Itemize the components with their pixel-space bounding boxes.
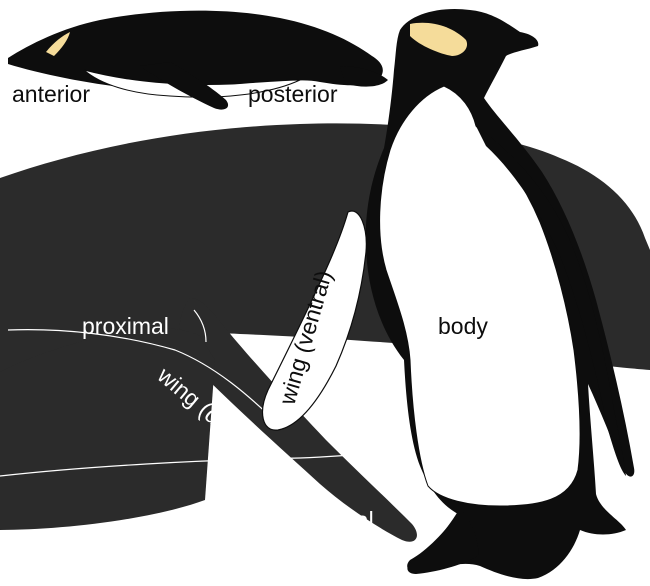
- standing-foot-left: [407, 508, 479, 574]
- swimming-penguin: [8, 10, 388, 110]
- swimming-body: [8, 10, 383, 94]
- label-posterior: posterior: [248, 81, 338, 107]
- standing-penguin: [261, 8, 635, 580]
- swimming-flipper: [140, 62, 229, 110]
- swimming-feet: [340, 66, 388, 87]
- ventral-flipper: [261, 210, 367, 431]
- label-body: body: [438, 313, 488, 339]
- standing-head-patch: [410, 22, 468, 56]
- background-outline-upper: [7, 329, 283, 429]
- swimming-head-patch: [46, 32, 70, 56]
- background-flipper-edge: [193, 309, 207, 343]
- background-flipper-base: [0, 328, 215, 530]
- label-distal: distal: [320, 507, 374, 533]
- standing-belly: [379, 85, 581, 507]
- label-proximal: proximal: [82, 313, 169, 339]
- label-anterior: anterior: [12, 81, 90, 107]
